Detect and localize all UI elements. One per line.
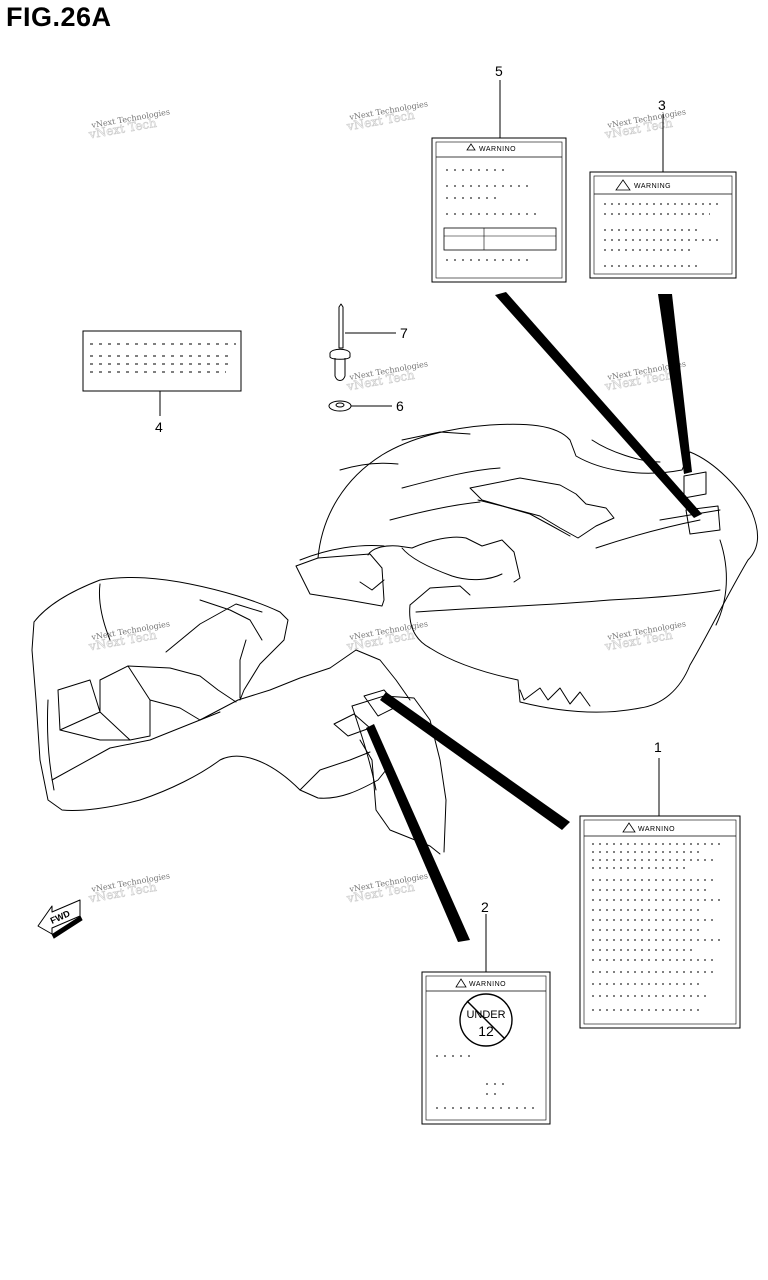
watermark: vNext Tech vNext Technologies xyxy=(87,619,171,654)
warning-triangle-icon xyxy=(615,179,631,191)
badge-line-2: 12 xyxy=(478,1023,494,1039)
part-5-warning-label[interactable]: WARNINO xyxy=(431,137,567,283)
label-heading: WARNING xyxy=(634,183,671,190)
part-number-6: 6 xyxy=(396,398,404,414)
leader-wedge-part3 xyxy=(658,294,692,474)
label-heading: WARNINO xyxy=(479,146,516,153)
part-number-7: 7 xyxy=(400,325,408,341)
part-number-2: 2 xyxy=(481,899,489,915)
watermark: vNext Tech vNext Technologies xyxy=(87,107,171,142)
watermark: vNext Tech vNext Technologies xyxy=(603,359,687,394)
part-7-rivet[interactable] xyxy=(329,303,351,381)
part-6-washer[interactable] xyxy=(328,400,352,412)
watermark: vNext Tech vNext Technologies xyxy=(345,871,429,906)
watermark: vNext Tech vNext Technologies xyxy=(603,619,687,654)
watermark: vNext Tech vNext Technologies xyxy=(87,871,171,906)
label-heading: WARNINO xyxy=(469,981,506,988)
part-number-3: 3 xyxy=(658,97,666,113)
front-fender xyxy=(295,423,758,713)
fwd-direction-arrow-icon: FWD xyxy=(37,899,83,939)
part-4-label[interactable] xyxy=(82,330,242,392)
leader-wedge-part1 xyxy=(380,692,570,830)
part-number-4: 4 xyxy=(155,419,163,435)
warning-triangle-icon xyxy=(466,143,476,151)
leader-wedge-part2 xyxy=(366,724,470,942)
watermark: vNext Tech vNext Technologies xyxy=(345,619,429,654)
no-under-12-badge-icon: UNDER 12 xyxy=(459,993,513,1047)
figure-title: FIG.26A xyxy=(6,2,112,32)
watermark: vNext Tech vNext Technologies xyxy=(345,359,429,394)
rear-fender xyxy=(31,577,447,855)
part-3-warning-label[interactable]: WARNING xyxy=(589,171,737,279)
warning-triangle-icon xyxy=(622,822,636,833)
leader-wedges xyxy=(366,292,702,942)
watermark: vNext Tech vNext Technologies xyxy=(603,107,687,142)
label-heading: WARNINO xyxy=(638,826,675,833)
badge-line-1: UNDER xyxy=(466,1009,505,1021)
part-number-1: 1 xyxy=(654,739,662,755)
watermark: vNext Tech vNext Technologies xyxy=(345,99,429,134)
part-1-warning-label[interactable]: WARNINO xyxy=(579,815,741,1029)
leader-wedge-part5 xyxy=(495,292,702,518)
part-number-5: 5 xyxy=(495,63,503,79)
part-2-warning-label[interactable]: WARNINO UNDER 12 xyxy=(421,971,551,1125)
warning-triangle-icon xyxy=(455,978,467,988)
